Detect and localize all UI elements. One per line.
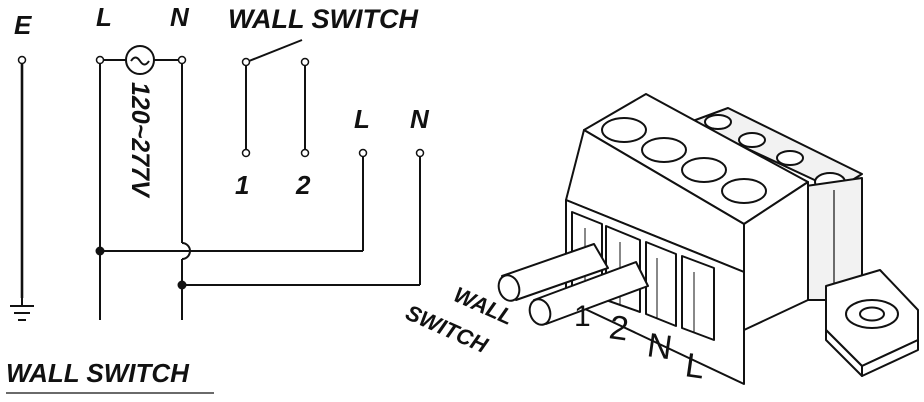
line-label: L — [96, 2, 112, 32]
earth-ground — [10, 55, 34, 321]
terminal-block-connector — [497, 93, 919, 385]
output-line-label: L — [354, 104, 370, 134]
connector-label-l: L — [683, 346, 707, 386]
switch-title: WALL SWITCH — [228, 4, 418, 34]
neutral-label: N — [170, 2, 190, 32]
output-neutral-label: N — [410, 104, 430, 134]
earth-label: E — [14, 10, 32, 40]
connector-label-1: 1 — [574, 300, 591, 333]
connector-label-2: 2 — [607, 308, 631, 348]
wall-switch-symbol — [241, 39, 310, 158]
ac-supply — [95, 45, 191, 320]
voltage-label: 120~277V — [126, 82, 154, 199]
output-wiring — [95, 148, 425, 290]
switch-terminal-2: 2 — [295, 170, 311, 200]
switch-terminal-1: 1 — [235, 170, 249, 200]
connector-label-n: N — [645, 326, 675, 367]
bottom-title: WALL SWITCH — [6, 358, 190, 388]
ac-source-icon — [125, 45, 155, 75]
